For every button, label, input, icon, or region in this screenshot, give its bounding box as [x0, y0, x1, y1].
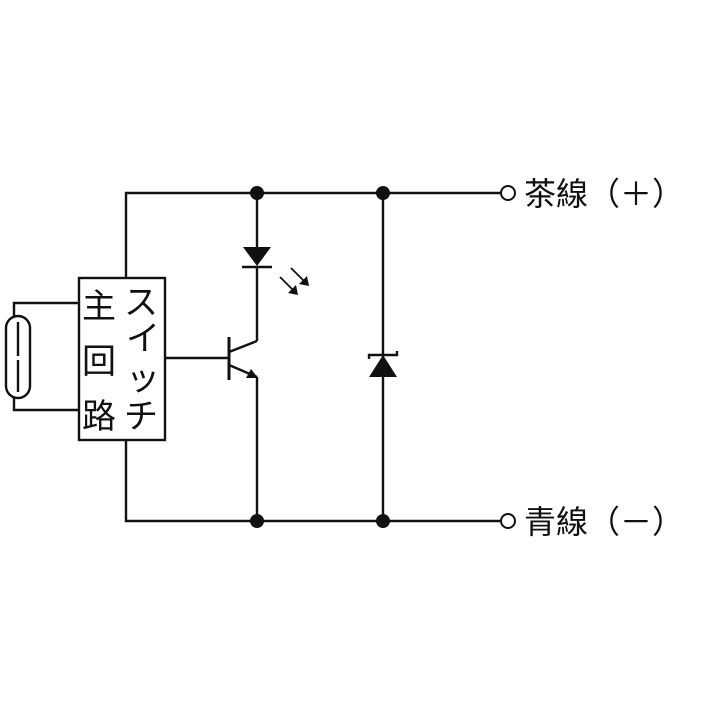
box-label-char: 路	[82, 397, 116, 437]
junction-node	[250, 514, 264, 528]
junction-node	[376, 186, 390, 200]
box-label-char: ッ	[126, 359, 160, 399]
transistor-emitter-arrow-icon	[246, 369, 258, 378]
led-icon	[243, 247, 271, 266]
negative-terminal-label: 青線（－）	[524, 503, 684, 541]
positive-rail	[124, 191, 500, 278]
negative-rail	[124, 440, 500, 523]
reed-switch-icon	[4, 314, 32, 400]
junction-node	[250, 186, 264, 200]
box-label-char: チ	[124, 397, 158, 437]
junction-node	[376, 514, 390, 528]
box-label-char: ス	[124, 283, 158, 323]
box-label-char: イ	[126, 319, 160, 359]
light-arrowhead-1	[288, 285, 298, 295]
positive-terminal-label: 茶線（＋）	[524, 175, 684, 213]
transistor-collector	[228, 339, 258, 354]
negative-terminal	[500, 513, 516, 529]
zener-diode-icon	[369, 355, 397, 377]
light-arrowhead-2	[299, 276, 309, 286]
box-label-char: 回	[82, 342, 116, 382]
positive-terminal	[500, 185, 516, 201]
box-label-char: 主	[82, 287, 116, 327]
switch-main-circuit-box	[77, 276, 167, 442]
